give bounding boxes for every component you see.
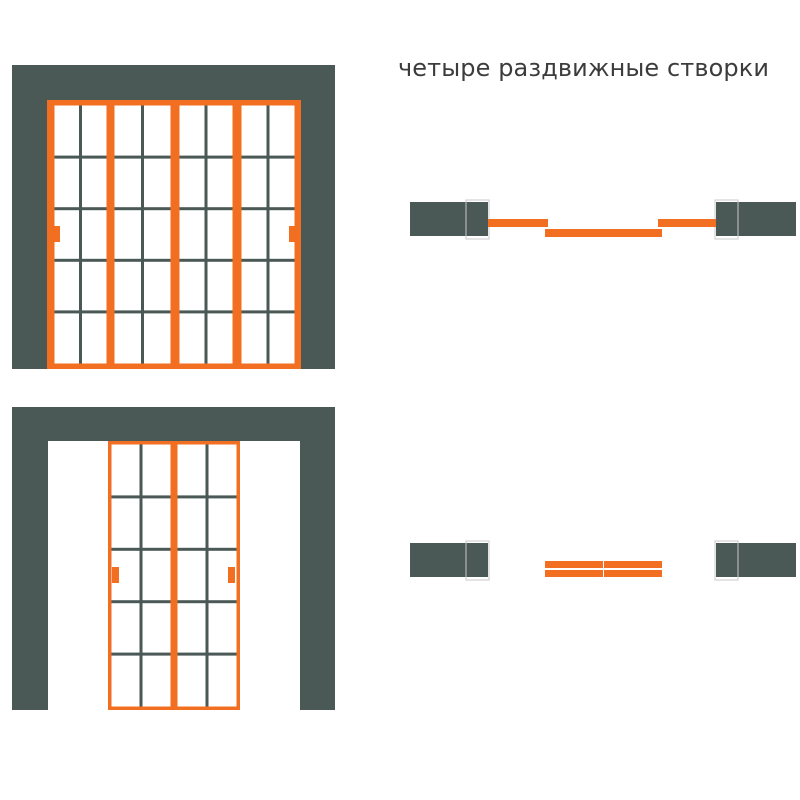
door-panel-closed-3-horizontal-bar <box>179 310 233 314</box>
door-panel-closed-3-horizontal-bar <box>179 207 233 211</box>
handle-right-open <box>228 567 235 583</box>
handle-left-closed <box>53 226 60 242</box>
plan-closed-leaf-3 <box>604 229 662 237</box>
door-panel-closed-3-horizontal-bar <box>179 258 233 262</box>
door-panel-closed-1-vertical-bar <box>79 105 82 364</box>
door-panel-closed-3-horizontal-bar <box>179 155 233 159</box>
door-panel-closed-2-horizontal-bar <box>114 207 171 211</box>
door-panel-open-2-vertical-bar <box>205 444 209 707</box>
door-panel-closed-2-horizontal-bar <box>114 310 171 314</box>
plan-open-leaf-1 <box>545 561 603 568</box>
door-panel-closed-4-vertical-bar <box>266 105 270 364</box>
plan-closed-leaf-4 <box>658 219 716 227</box>
plan-open-wall-left <box>410 543 488 577</box>
plan-open-leaf-3 <box>545 570 603 577</box>
handle-right-closed <box>289 226 296 242</box>
wall-lintel-open-view <box>12 407 335 441</box>
door-panel-closed-1-horizontal-bar <box>54 155 107 159</box>
plan-closed-leaf-1 <box>488 219 548 227</box>
door-panel-closed-4-horizontal-bar <box>241 258 295 262</box>
wall-left-jamb-open-view <box>12 441 48 710</box>
plan-open-leaf-4 <box>604 570 662 577</box>
door-panel-open-2-horizontal-bar <box>177 547 237 551</box>
plan-open-wall-right <box>716 543 796 577</box>
door-panel-open-1-horizontal-bar <box>111 600 171 604</box>
door-panel-closed-4-horizontal-bar <box>241 310 295 314</box>
door-panel-open-2-horizontal-bar <box>177 600 237 604</box>
door-panel-open-1-horizontal-bar <box>111 652 171 656</box>
door-panel-closed-1-horizontal-bar <box>54 258 107 262</box>
door-panel-closed-4-horizontal-bar <box>241 207 295 211</box>
door-panel-open-1-horizontal-bar <box>111 495 171 499</box>
door-panel-closed-2-horizontal-bar <box>114 258 171 262</box>
plan-closed-wall-left <box>410 202 488 236</box>
handle-left-open <box>112 567 119 583</box>
plan-closed-leaf-2 <box>545 229 604 237</box>
plan-closed-wall-right <box>716 202 796 236</box>
door-panel-closed-2-horizontal-bar <box>114 155 171 159</box>
diagram-caption: четыре раздвижные створки <box>398 54 770 82</box>
door-panel-closed-4-horizontal-bar <box>241 155 295 159</box>
door-panel-closed-2-vertical-bar <box>141 105 144 364</box>
plan-open-liner-left <box>465 540 490 581</box>
door-panel-closed-1-horizontal-bar <box>54 207 107 211</box>
door-panel-open-1-horizontal-bar <box>111 547 171 551</box>
door-panel-open-1-vertical-bar <box>139 444 143 707</box>
wall-right-jamb-open-view <box>300 441 335 710</box>
door-panel-open-2-horizontal-bar <box>177 652 237 656</box>
door-panel-closed-3-vertical-bar <box>204 105 208 364</box>
plan-open-leaf-2 <box>604 561 662 568</box>
door-panel-closed-1-horizontal-bar <box>54 310 107 314</box>
door-panel-open-2-horizontal-bar <box>177 495 237 499</box>
plan-open-liner-right <box>714 540 739 581</box>
